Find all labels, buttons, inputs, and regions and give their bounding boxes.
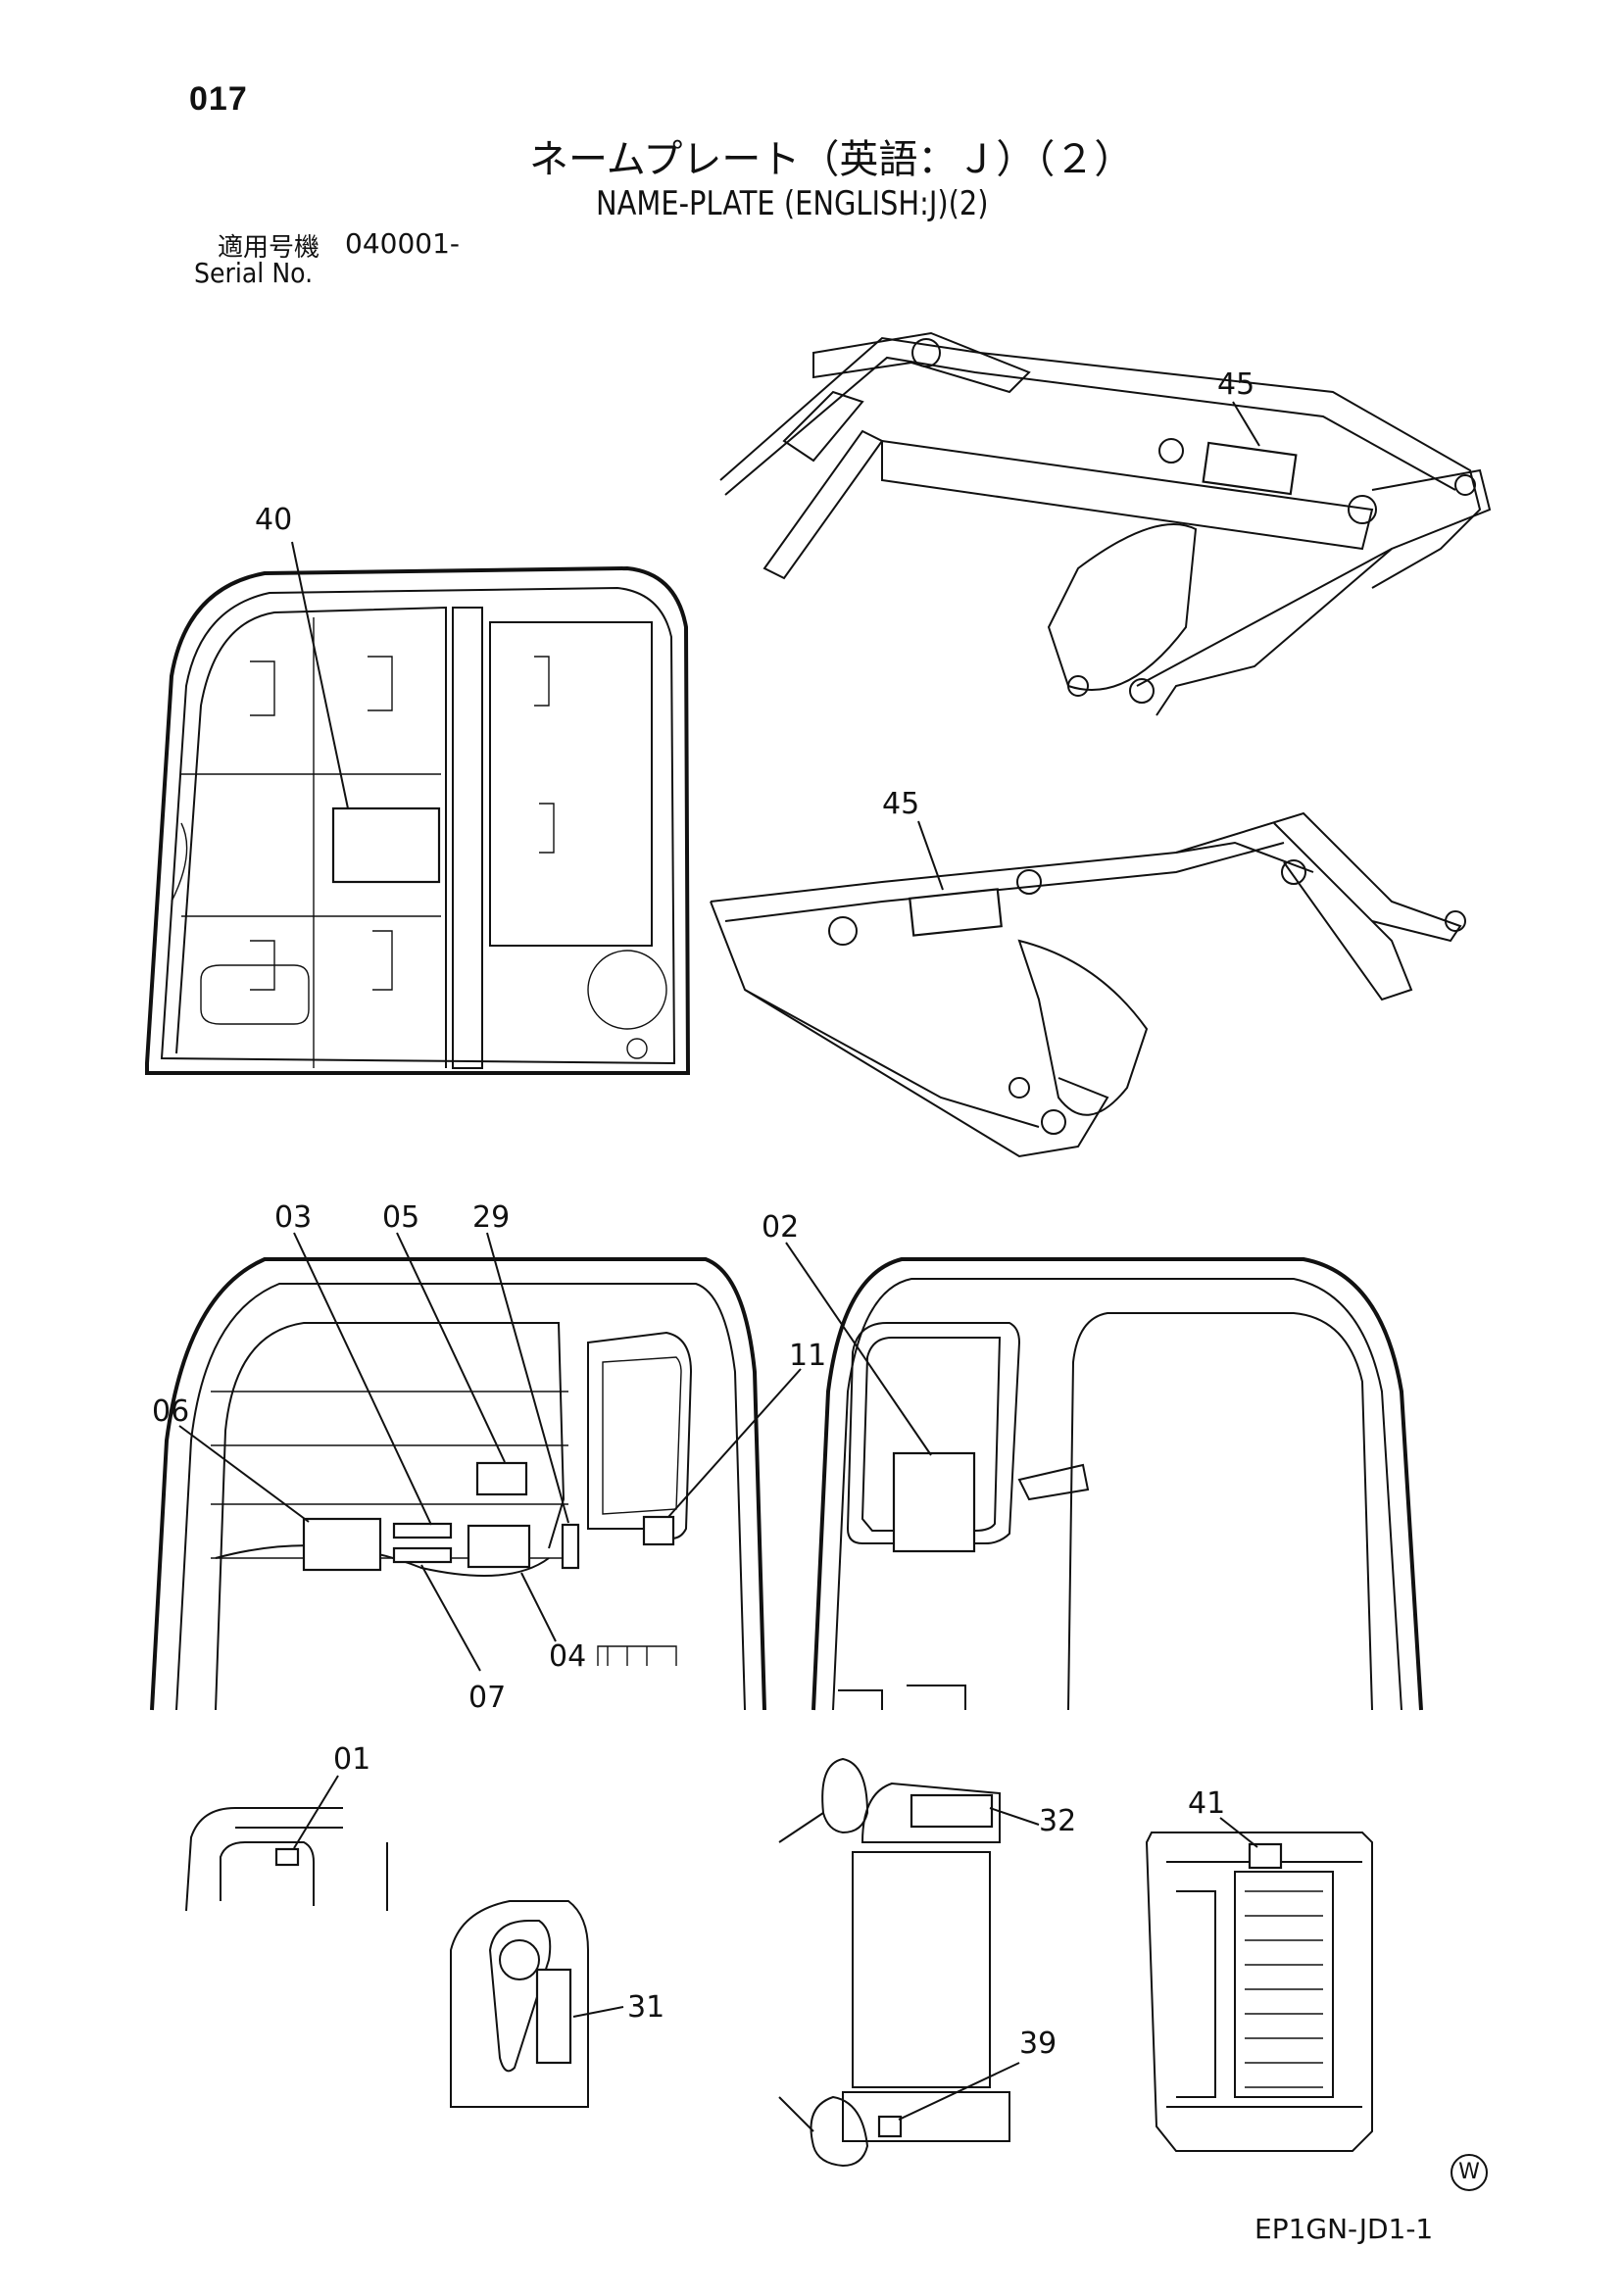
callout-03: 03 xyxy=(274,1200,312,1235)
plate-39 xyxy=(877,2115,903,2138)
plate-04 xyxy=(467,1524,531,1569)
drawing-code: EP1GN-JD1-1 xyxy=(1254,2213,1434,2245)
plate-40 xyxy=(331,806,441,884)
callout-02: 02 xyxy=(762,1210,799,1245)
plate-31 xyxy=(535,1968,572,2065)
boom-view-lower: 45 xyxy=(710,787,1466,1158)
serial-label-jp: 適用号機 xyxy=(218,233,320,263)
plate-06 xyxy=(302,1517,382,1572)
serial-label-en: Serial No. xyxy=(194,257,314,289)
detail-31-view: 31 xyxy=(450,1900,664,2108)
plate-41 xyxy=(1248,1842,1283,1870)
callout-06: 06 xyxy=(152,1394,189,1429)
cab-interior-left-view: 03 05 29 06 04 07 11 xyxy=(150,1200,826,1715)
callout-29: 29 xyxy=(472,1200,510,1235)
plate-05 xyxy=(475,1461,528,1496)
plate-29 xyxy=(561,1523,580,1570)
serial-value: 040001- xyxy=(345,227,460,260)
cab-panel-view: 40 xyxy=(145,503,691,1075)
callout-41: 41 xyxy=(1188,1786,1225,1821)
plate-45-upper xyxy=(1202,441,1298,496)
page-number: 017 xyxy=(189,80,248,118)
detail-41-view: 41 xyxy=(1145,1786,1373,2152)
detail-console-view: 32 39 xyxy=(778,1757,1076,2168)
page-title-en: NAME-PLATE (ENGLISH:J)(2) xyxy=(596,184,989,223)
callout-45-lower: 45 xyxy=(882,787,919,821)
plate-07 xyxy=(392,1546,453,1564)
plate-01 xyxy=(274,1847,300,1867)
callout-04: 04 xyxy=(549,1639,586,1674)
plate-02 xyxy=(892,1451,976,1553)
plate-03 xyxy=(392,1522,453,1539)
detail-01-view: 01 xyxy=(185,1742,388,1912)
callout-07: 07 xyxy=(468,1681,506,1715)
w-mark: W xyxy=(1451,2154,1488,2191)
callout-01: 01 xyxy=(333,1742,370,1777)
callout-11: 11 xyxy=(789,1339,826,1373)
plate-11 xyxy=(642,1515,675,1546)
plate-32 xyxy=(910,1793,994,1829)
callout-40: 40 xyxy=(255,503,292,537)
page-title-jp: ネームプレート（英語：Ｊ）（２） xyxy=(529,137,1134,182)
callout-32: 32 xyxy=(1039,1804,1076,1838)
plate-45-lower xyxy=(909,888,1003,937)
callout-31: 31 xyxy=(627,1990,664,2025)
callout-05: 05 xyxy=(382,1200,419,1235)
boom-view-upper: 45 xyxy=(719,331,1492,716)
callout-45-upper: 45 xyxy=(1217,367,1254,402)
cab-interior-right-view: 02 xyxy=(762,1210,1423,1711)
callout-39: 39 xyxy=(1019,2027,1057,2061)
